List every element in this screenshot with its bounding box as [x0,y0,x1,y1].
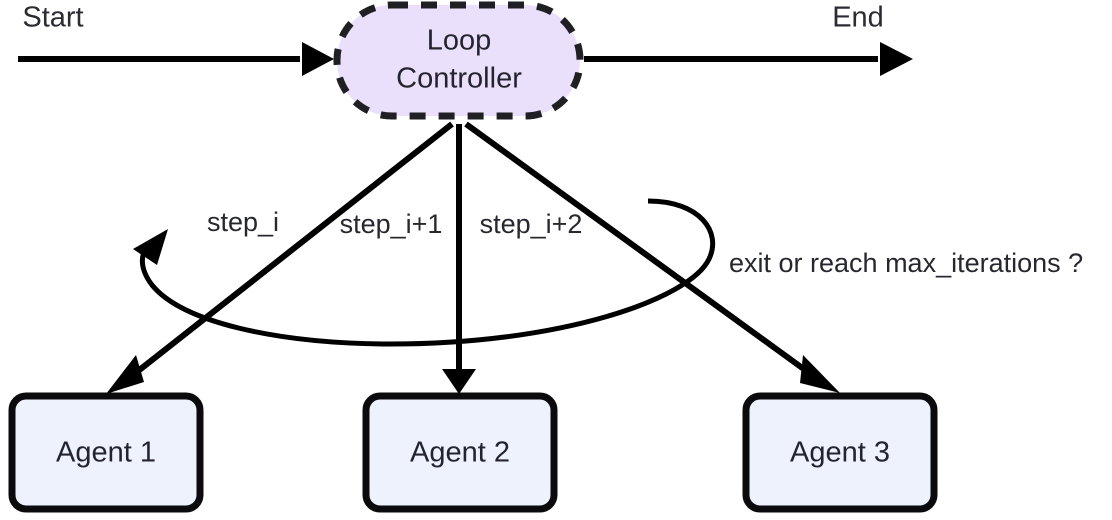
edge-feedback-loop [133,198,716,347]
agent3-arrowhead-icon [800,355,840,393]
feedback-curve-line [139,198,716,347]
edge-label-step-i-plus-1: step_i+1 [340,209,443,239]
edge-label-exit-condition: exit or reach max_iterations ? [729,248,1083,278]
agent-3-shape[interactable] [742,392,938,513]
edge-loop-to-agent1 [106,121,454,394]
agent-3-label: Agent 3 [790,437,890,469]
loop-controller-shape[interactable] [333,1,584,120]
start-label: Start [22,2,83,34]
edge-loop-to-end [584,42,913,76]
edge-label-step-i: step_i [207,207,279,237]
feedback-arrowhead-icon [133,229,168,265]
node-agent-3[interactable]: Agent 3 [742,392,938,513]
end-arrowhead-icon [880,42,913,76]
edge-start-to-loop [18,42,334,76]
start-arrowhead-icon [302,42,334,76]
loop-controller-label-line1: Loop [427,25,492,57]
agent1-arrow-line [131,121,454,378]
agent3-arrow-line [464,121,814,378]
agent1-arrowhead-icon [106,355,144,394]
edge-loop-to-agent2 [442,124,476,394]
agent-2-label: Agent 2 [410,437,510,469]
node-loop-controller[interactable]: Loop Controller [333,1,584,120]
agent-2-shape[interactable] [362,392,558,513]
agent-1-label: Agent 1 [56,437,156,469]
node-agent-2[interactable]: Agent 2 [362,392,558,513]
end-label: End [832,2,884,34]
agent2-arrowhead-icon [442,369,476,394]
edge-loop-to-agent3 [464,121,840,393]
loop-controller-label-line2: Controller [396,63,522,95]
agent-1-shape[interactable] [8,392,204,513]
node-agent-1[interactable]: Agent 1 [8,392,204,513]
edge-label-step-i-plus-2: step_i+2 [480,209,583,239]
